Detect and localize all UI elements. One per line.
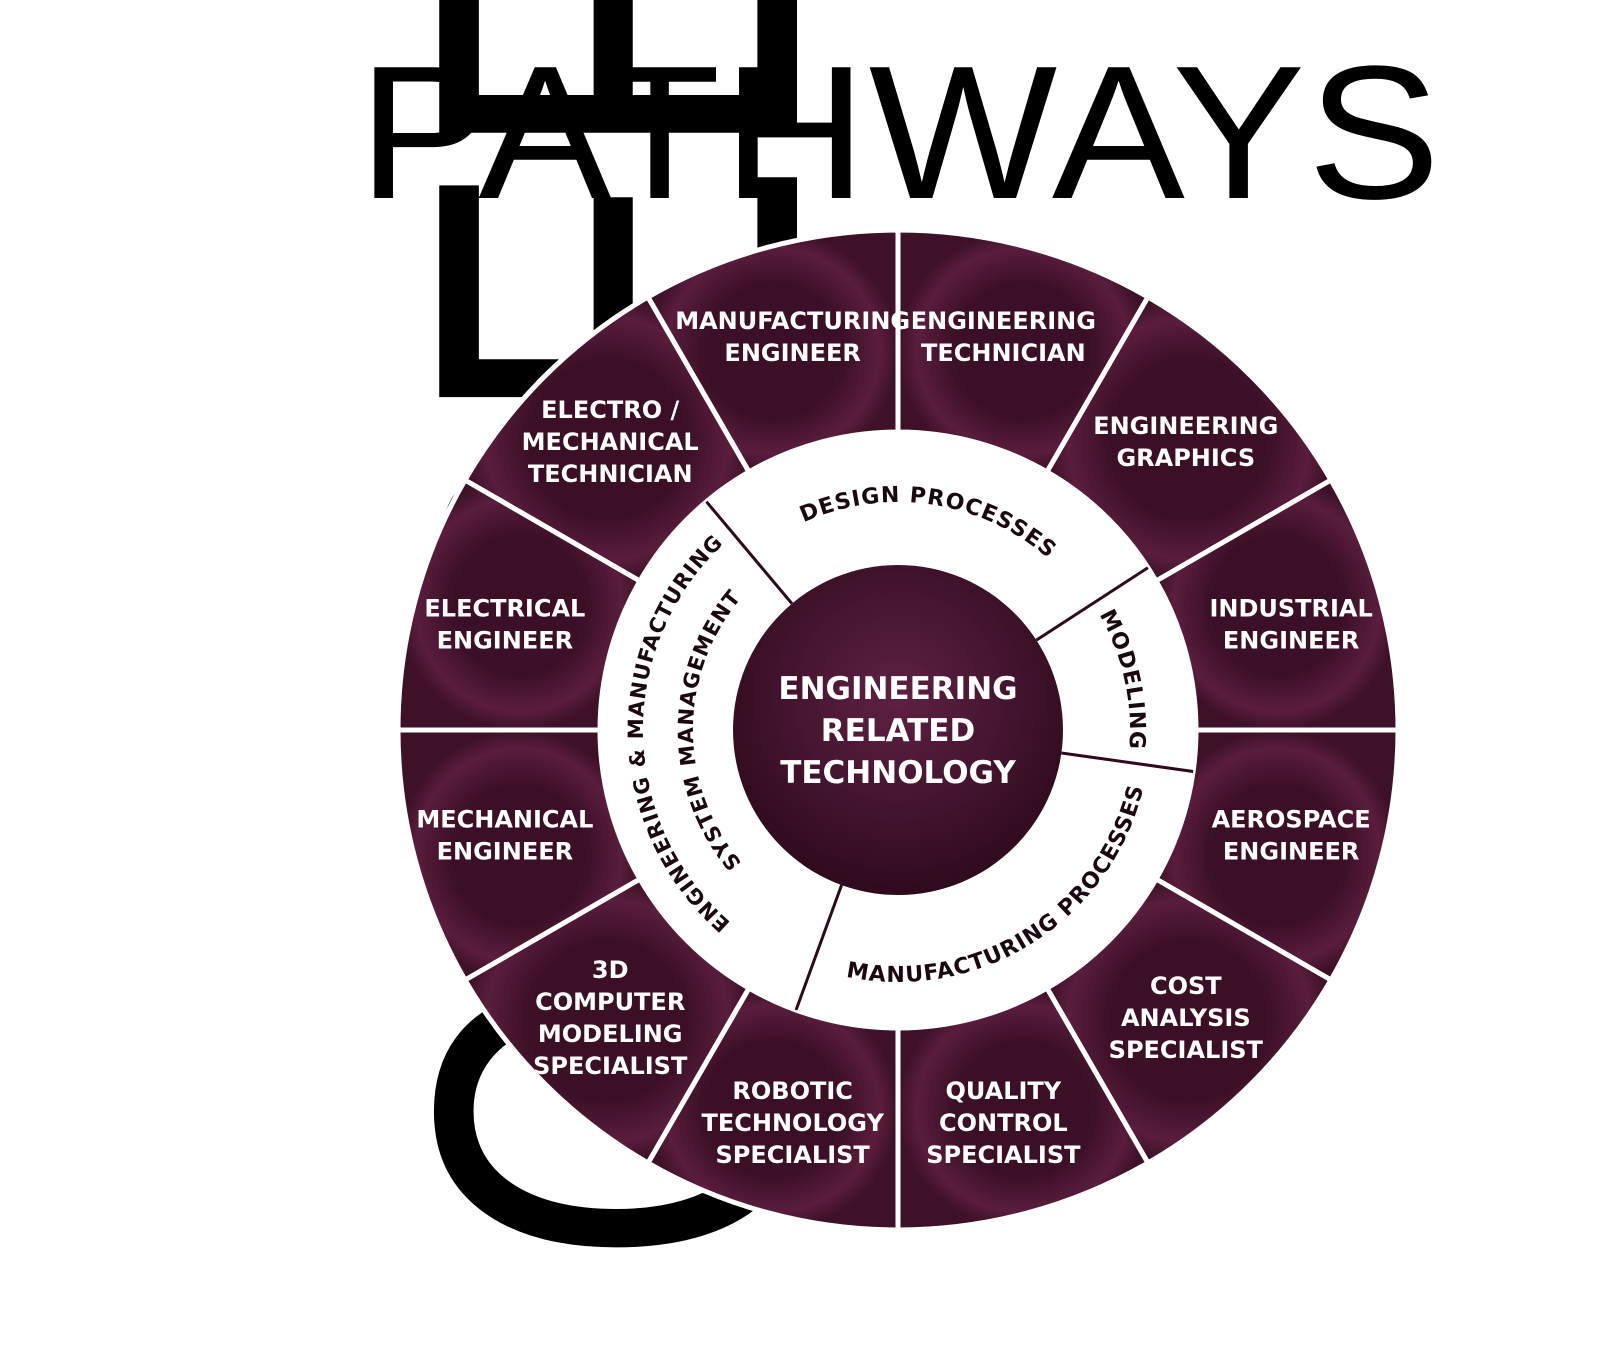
ring-divider: [1061, 751, 1194, 773]
ring-divider: [705, 500, 794, 605]
pathways-title: PATHWAYS: [358, 27, 1443, 239]
hub-circle: [733, 565, 1063, 895]
ring-divider: [1035, 566, 1149, 642]
ring-divider: [794, 884, 843, 1011]
